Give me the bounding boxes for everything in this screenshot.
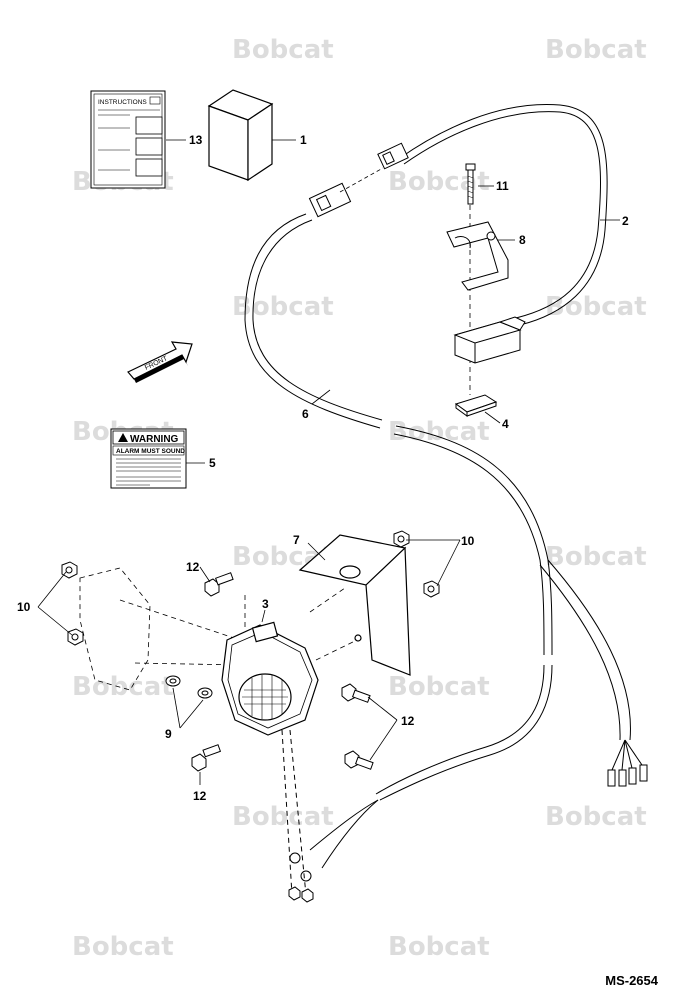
wire-harness — [244, 103, 631, 801]
svg-text:Bobcat: Bobcat — [388, 167, 490, 197]
bolt-11 — [465, 163, 476, 205]
ground-wires — [281, 729, 379, 896]
callout-1: 1 — [300, 133, 307, 147]
callout-6: 6 — [302, 407, 309, 421]
svg-text:INSTRUCTIONS: INSTRUCTIONS — [98, 99, 147, 106]
svg-text:Bobcat: Bobcat — [545, 802, 647, 832]
svg-text:Bobcat: Bobcat — [72, 672, 174, 702]
front-direction-arrow: FRONT — [127, 341, 193, 383]
svg-text:WARNING: WARNING — [130, 434, 179, 445]
svg-text:ALARM MUST SOUND!: ALARM MUST SOUND! — [116, 448, 187, 455]
callout-12: 12 — [401, 714, 415, 728]
backup-alarm — [221, 621, 319, 736]
callout-7: 7 — [293, 533, 300, 547]
callout-numbers: 13 1 2 11 8 4 5 6 7 10 10 12 3 9 12 12 — [17, 133, 629, 803]
svg-text:Bobcat: Bobcat — [232, 802, 334, 832]
wire-leads — [607, 739, 648, 787]
callout-9: 9 — [165, 727, 172, 741]
document-code: MS-2654 — [605, 973, 658, 988]
callout-12: 12 — [193, 789, 207, 803]
washer — [165, 675, 213, 699]
svg-text:Bobcat: Bobcat — [388, 932, 490, 962]
warning-decal: WARNING ALARM MUST SOUND! — [110, 428, 187, 489]
svg-text:Bobcat: Bobcat — [72, 932, 174, 962]
callout-10: 10 — [461, 534, 475, 548]
callout-12: 12 — [186, 560, 200, 574]
alarm-bracket — [298, 534, 411, 676]
left-bracket-outline — [79, 567, 151, 691]
callout-5: 5 — [209, 456, 216, 470]
lock-nut — [61, 530, 440, 646]
callout-4: 4 — [502, 417, 509, 431]
callout-10: 10 — [17, 600, 31, 614]
svg-text:Bobcat: Bobcat — [232, 35, 334, 65]
callout-2: 2 — [622, 214, 629, 228]
cap-screw — [191, 572, 374, 772]
callout-11: 11 — [496, 179, 509, 193]
mounting-plate — [454, 394, 498, 417]
svg-text:Bobcat: Bobcat — [388, 672, 490, 702]
svg-text:Bobcat: Bobcat — [232, 292, 334, 322]
svg-text:Bobcat: Bobcat — [545, 35, 647, 65]
backup-switch — [453, 316, 526, 364]
instruction-sheet: INSTRUCTIONS — [90, 90, 166, 189]
callout-8: 8 — [519, 233, 526, 247]
leader-lines — [37, 139, 620, 785]
hex-nut — [288, 886, 314, 903]
callout-3: 3 — [262, 597, 269, 611]
svg-text:Bobcat: Bobcat — [388, 417, 490, 447]
svg-text:Bobcat: Bobcat — [545, 292, 647, 322]
sensor-bracket — [446, 221, 509, 291]
kit-box — [207, 89, 274, 182]
svg-text:Bobcat: Bobcat — [545, 542, 647, 572]
warning-triangle-icon — [118, 433, 128, 442]
callout-13: 13 — [189, 133, 203, 147]
